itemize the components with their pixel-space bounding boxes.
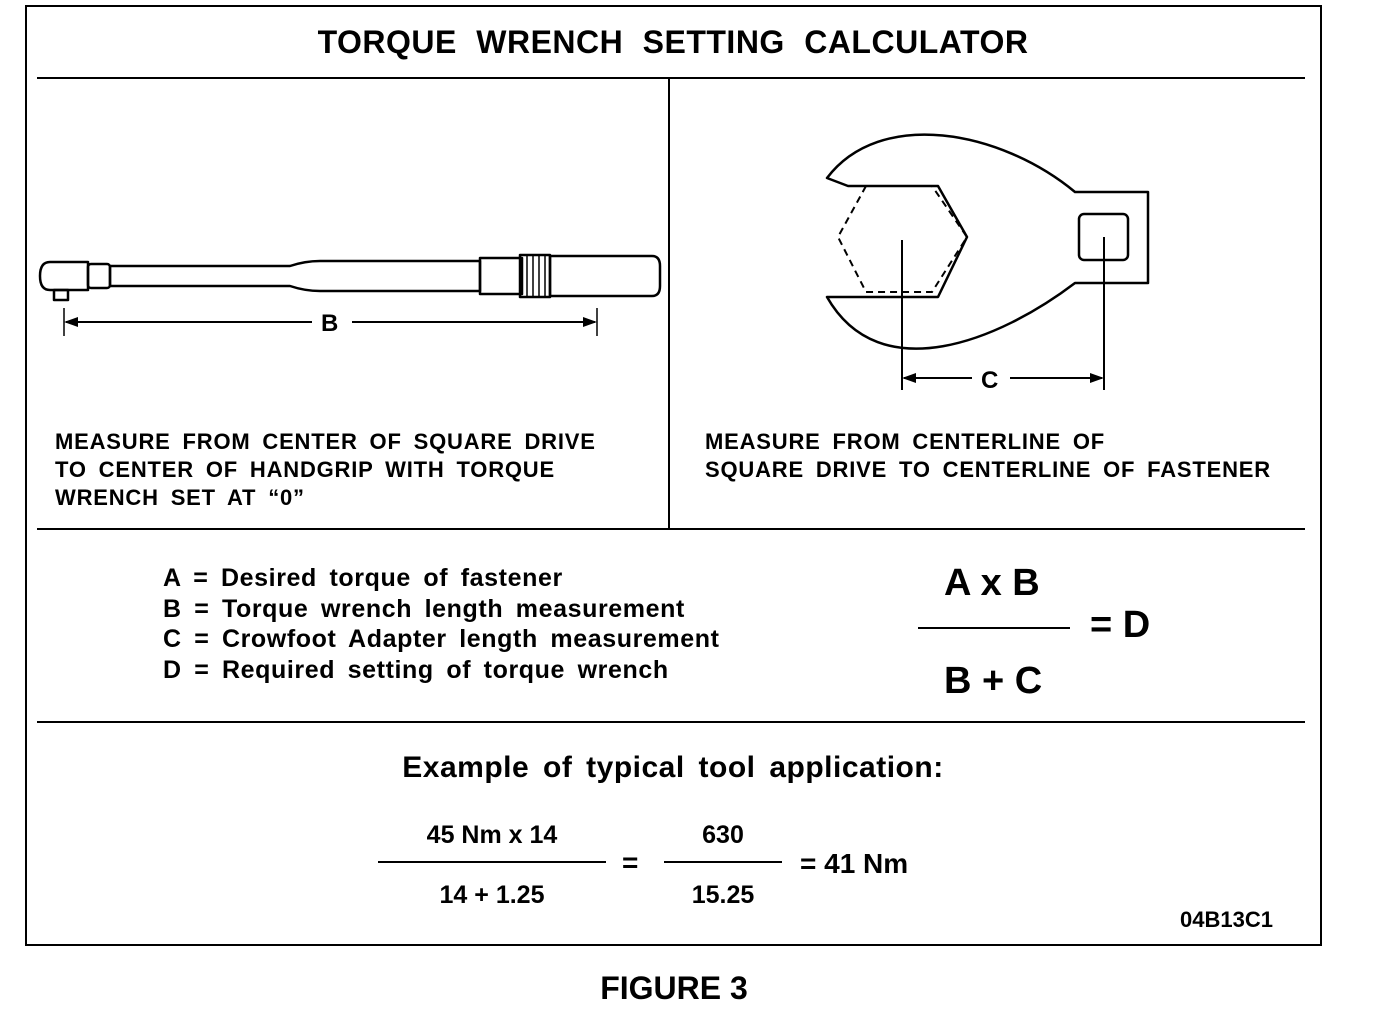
crowfoot-caption-line: MEASURE FROM CENTERLINE OF [705, 429, 1106, 454]
example-heading: Example of typical tool application: [402, 751, 944, 784]
example-result: = 41 Nm [800, 848, 909, 879]
formula-numerator: A x B [944, 562, 1040, 604]
figure-code: 04B13C1 [1180, 907, 1273, 932]
formula-denominator: B + C [944, 660, 1043, 702]
wrench-head [38, 260, 90, 292]
example-fraction2-bar [664, 861, 782, 863]
example-equals: = [622, 847, 639, 878]
definition-a: A = Desired torque of fastener [163, 564, 563, 592]
crowfoot-caption: MEASURE FROM CENTERLINE OF SQUARE DRIVE … [705, 428, 1271, 484]
page-title: TORQUE WRENCH SETTING CALCULATOR [317, 24, 1029, 60]
handgrip [548, 254, 662, 298]
formula-fraction-bar [918, 627, 1070, 629]
definition-b: B = Torque wrench length measurement [163, 594, 685, 623]
crowfoot-body [825, 133, 1150, 350]
torque-wrench-illustration [38, 253, 662, 336]
example-fraction1-bar [378, 861, 606, 863]
wrench-caption-line: TO CENTER OF HANDGRIP WITH TORQUE [55, 457, 555, 482]
example-fraction2-denominator: 15.25 [691, 881, 755, 909]
figure-frame [25, 5, 1322, 946]
dimension-c-label: C [981, 367, 999, 394]
formula-result: = D [1090, 604, 1151, 646]
wrench-caption-line: MEASURE FROM CENTER OF SQUARE DRIVE [55, 429, 596, 454]
hex-fastener-outline [836, 185, 969, 293]
dimension-b-label: B [321, 310, 339, 337]
figure-label: FIGURE 3 [600, 970, 748, 1006]
definition-c: C = Crowfoot Adapter length measurement [163, 625, 720, 653]
formula-divider [37, 721, 1305, 723]
crowfoot-adapter-illustration [825, 133, 1150, 390]
example-fraction1-numerator: 45 Nm x 14 [426, 821, 558, 849]
wrench-caption-line: WRENCH SET AT “0” [55, 485, 305, 510]
square-drive [52, 288, 70, 302]
adjuster-ring [478, 256, 524, 296]
wrench-caption: MEASURE FROM CENTER OF SQUARE DRIVE TO C… [55, 428, 596, 512]
example-fraction2-numerator: 630 [702, 821, 744, 849]
title-divider [37, 77, 1305, 79]
example-fraction1-denominator: 14 + 1.25 [439, 881, 545, 909]
panels-bottom-divider [37, 528, 1305, 530]
variable-definitions: A = Desired torque of fastener B = Torqu… [163, 563, 720, 685]
panel-divider [668, 79, 670, 530]
definition-d: D = Required setting of torque wrench [163, 655, 669, 684]
crowfoot-caption-line: SQUARE DRIVE TO CENTERLINE OF FASTENER [705, 457, 1271, 482]
